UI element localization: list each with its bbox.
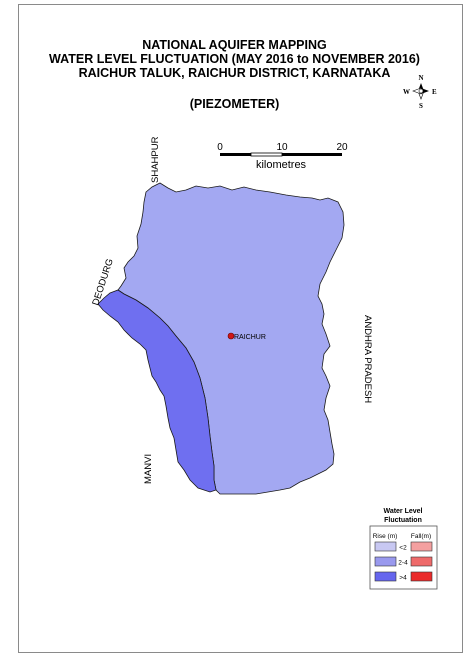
manvi-label: MANVI bbox=[143, 454, 154, 484]
shahpur-label: SHAHPUR bbox=[150, 136, 161, 183]
scale-unit: kilometres bbox=[256, 159, 307, 171]
east-label: E bbox=[432, 88, 437, 96]
legend-fall-swatch bbox=[410, 556, 433, 567]
zone-rise-gt-4 bbox=[97, 289, 217, 493]
legend-class-label: >4 bbox=[399, 575, 407, 582]
map-subtitle: (PIEZOMETER) bbox=[189, 97, 280, 111]
legend: Water Level Fluctuation Rise (m) Fall(m)… bbox=[369, 508, 438, 590]
legend-rise-swatch bbox=[374, 556, 397, 567]
legend-rise-swatch bbox=[374, 541, 397, 552]
map-title-line3: RAICHUR TALUK, RAICHUR DISTRICT, KARNATA… bbox=[78, 66, 391, 80]
legend-title-line2: Fluctuation bbox=[384, 517, 422, 524]
scale-tick-20: 20 bbox=[336, 142, 348, 153]
legend-fall-swatch bbox=[410, 541, 433, 552]
west-label: W bbox=[403, 88, 410, 96]
north-arrow-icon: N S E W bbox=[403, 74, 437, 110]
map-title-line1: NATIONAL AQUIFER MAPPING bbox=[142, 38, 327, 52]
raichur-label: RAICHUR bbox=[234, 334, 266, 341]
scale-tick-10: 10 bbox=[276, 142, 288, 153]
legend-fall-header: Fall(m) bbox=[411, 533, 431, 540]
scale-segment bbox=[282, 153, 342, 156]
legend-rise-header: Rise (m) bbox=[373, 533, 398, 540]
legend-class-label: <2 bbox=[399, 545, 407, 552]
legend-rise-swatch bbox=[374, 571, 397, 582]
north-label: N bbox=[418, 74, 423, 82]
scale-segment bbox=[250, 152, 283, 157]
legend-title-line1: Water Level bbox=[383, 508, 422, 515]
raichur-town-marker bbox=[227, 332, 235, 340]
legend-fall-swatch bbox=[410, 571, 433, 582]
map-title-line2: WATER LEVEL FLUCTUATION (MAY 2016 to NOV… bbox=[49, 52, 420, 66]
scale-segment bbox=[220, 153, 251, 156]
scale-bar: 0 10 20 kilometres bbox=[217, 142, 348, 171]
andhra-pradesh-label: ANDHRA PRADESH bbox=[362, 315, 373, 403]
legend-class-label: 2-4 bbox=[398, 560, 408, 567]
scale-tick-0: 0 bbox=[217, 142, 223, 153]
south-label: S bbox=[419, 102, 423, 110]
